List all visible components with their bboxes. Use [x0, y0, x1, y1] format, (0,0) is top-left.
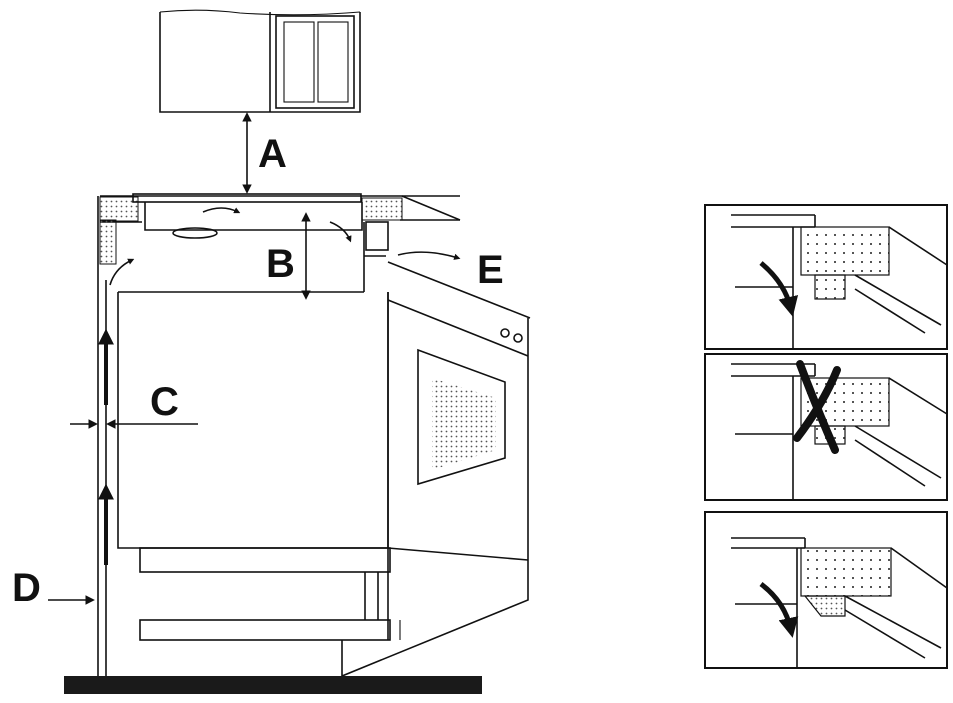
panel-incorrect [704, 353, 948, 501]
panel-correct-2 [704, 511, 948, 669]
panel-correct-1 [704, 204, 948, 350]
main-diagram: A B [12, 9, 531, 694]
label-e: E [477, 248, 504, 292]
label-b: B [266, 242, 295, 286]
cabinet-side [97, 196, 107, 676]
oven-housing-top: E [118, 221, 504, 293]
wall-cabinet [159, 9, 361, 113]
dimension-b: B [266, 212, 311, 300]
label-a: A [258, 132, 287, 176]
worktop [99, 195, 461, 265]
label-c: C [150, 380, 179, 424]
dimension-d: D [12, 566, 95, 610]
label-d: D [12, 566, 41, 610]
floor [64, 676, 482, 694]
oven-body [117, 261, 531, 678]
dimension-a: A [242, 112, 287, 194]
cross-icon [793, 360, 841, 454]
hob [109, 193, 363, 286]
dimension-c: C [70, 380, 198, 429]
